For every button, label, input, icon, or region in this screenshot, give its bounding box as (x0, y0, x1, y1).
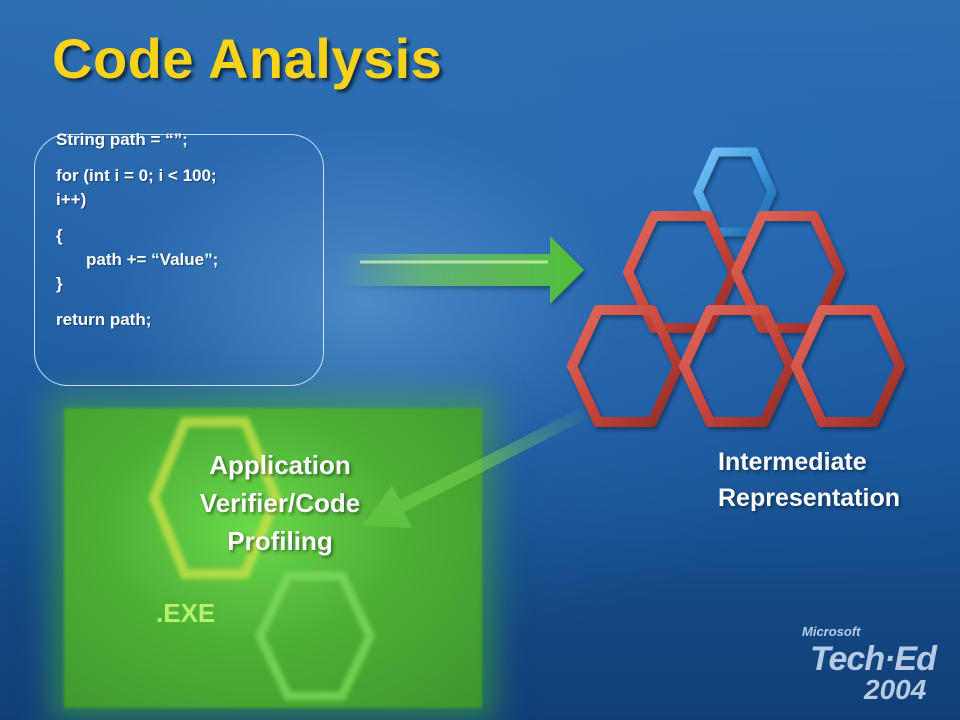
verifier-label-line: Application (209, 450, 351, 480)
exe-label: .EXE (156, 598, 216, 628)
arrow-to-ir (338, 236, 584, 304)
logo-event: Tech·Ed (810, 640, 937, 678)
code-line: String path = “”; (56, 130, 188, 149)
code-line: } (56, 274, 63, 293)
verifier-label-line: Profiling (227, 526, 333, 556)
code-line: i++) (56, 190, 87, 209)
verifier-label-line: Verifier/Code (199, 488, 361, 518)
hexagon-red (791, 305, 905, 427)
hexagon-red (679, 305, 795, 427)
exe-hex-group (148, 417, 375, 701)
code-line: return path; (56, 310, 152, 329)
logo-year: 2004 (864, 674, 927, 705)
arrow-to-verifier (362, 406, 588, 528)
code-line: path += “Value”; (86, 250, 219, 269)
hexagon-red (567, 305, 683, 427)
exe-hexagon-green (255, 571, 375, 701)
code-frame (34, 134, 324, 386)
teched-logo: Microsoft Tech·Ed 2004 (802, 624, 937, 708)
verifier-label: Application Verifier/Code Profiling (186, 446, 374, 560)
ir-label-line: Representation (718, 484, 900, 512)
code-line: { (56, 226, 63, 245)
logo-brand: Microsoft (802, 624, 861, 639)
intermediate-representation-label: Intermediate Representation (718, 444, 900, 516)
code-block: String path = “”; for (int i = 0; i < 10… (56, 128, 316, 332)
exe-hexagon-yellow (148, 417, 282, 579)
slide-title: Code Analysis (52, 27, 443, 90)
ir-label-line: Intermediate (718, 448, 867, 476)
code-line: for (int i = 0; i < 100; (56, 166, 217, 185)
ir-hexagons (567, 147, 905, 427)
hexagon-red (623, 211, 739, 333)
